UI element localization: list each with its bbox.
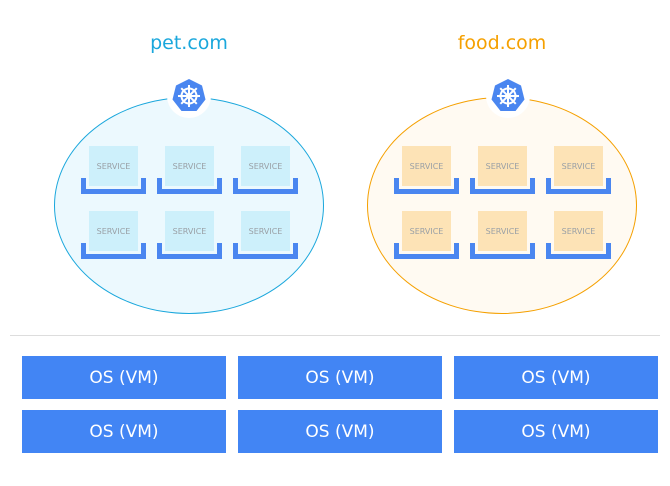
service-tray: [233, 243, 298, 259]
service-box: SERVICE: [89, 146, 138, 186]
service-box: SERVICE: [402, 211, 451, 251]
service-tray: [470, 178, 535, 194]
service-tray: [394, 243, 459, 259]
service-box: SERVICE: [554, 146, 603, 186]
service-tray: [157, 178, 222, 194]
service-box: SERVICE: [402, 146, 451, 186]
service-box: SERVICE: [165, 146, 214, 186]
cluster-boundary: [367, 97, 637, 314]
service-box: SERVICE: [478, 146, 527, 186]
os-vm-box: OS (VM): [22, 410, 226, 453]
cluster-title: pet.com: [150, 32, 228, 54]
service-box: SERVICE: [478, 211, 527, 251]
service-tray: [394, 178, 459, 194]
service-tray: [546, 178, 611, 194]
service-tray: [546, 243, 611, 259]
service-tray: [81, 243, 146, 259]
service-box: SERVICE: [241, 146, 290, 186]
os-vm-box: OS (VM): [454, 410, 658, 453]
divider: [10, 335, 660, 336]
service-box: SERVICE: [554, 211, 603, 251]
service-box: SERVICE: [89, 211, 138, 251]
cluster-title: food.com: [457, 32, 547, 54]
os-vm-box: OS (VM): [238, 410, 442, 453]
service-box: SERVICE: [241, 211, 290, 251]
service-tray: [233, 178, 298, 194]
cluster-boundary: [54, 97, 324, 314]
os-vm-box: OS (VM): [22, 356, 226, 399]
service-box: SERVICE: [165, 211, 214, 251]
service-tray: [470, 243, 535, 259]
os-vm-box: OS (VM): [454, 356, 658, 399]
os-vm-box: OS (VM): [238, 356, 442, 399]
service-tray: [81, 178, 146, 194]
service-tray: [157, 243, 222, 259]
kubernetes-icon: [486, 74, 530, 118]
kubernetes-icon: [167, 74, 211, 118]
